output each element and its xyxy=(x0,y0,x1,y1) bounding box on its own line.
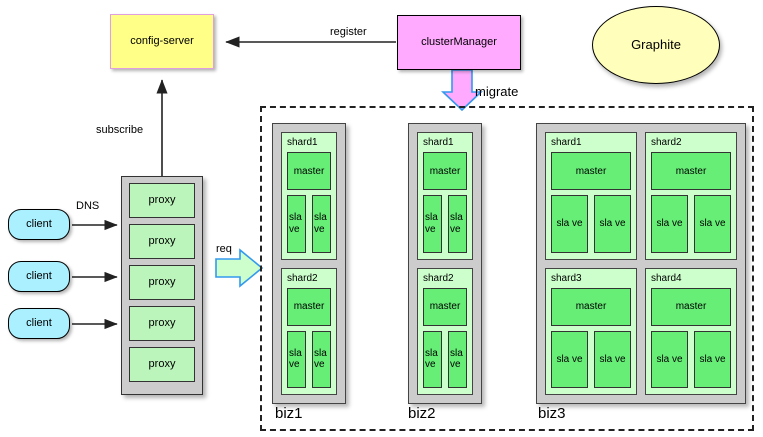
shard-biz1-shard2[interactable]: shard2 master sla ve sla ve xyxy=(281,267,337,395)
edge-label-dns: DNS xyxy=(76,200,100,212)
shard-biz2-shard1[interactable]: shard1 master sla ve sla ve xyxy=(417,132,473,260)
node-proxy-1[interactable]: proxy xyxy=(129,183,195,218)
node-slave[interactable]: sla ve xyxy=(694,330,731,388)
node-slave[interactable]: sla ve xyxy=(651,195,688,253)
node-slave[interactable]: sla ve xyxy=(312,195,331,253)
biz-label-biz2: biz2 xyxy=(408,405,436,422)
shard-biz3-shard2[interactable]: shard2 master sla ve sla ve xyxy=(645,132,737,260)
edge-label-subscribe: subscribe xyxy=(96,124,144,136)
node-client-2[interactable]: client xyxy=(8,261,70,292)
shard-label: shard2 xyxy=(423,272,454,284)
node-slave[interactable]: sla ve xyxy=(448,330,467,388)
node-config-server[interactable]: config-server xyxy=(110,14,214,69)
node-graphite[interactable]: Graphite xyxy=(592,6,720,84)
node-slave[interactable]: sla ve xyxy=(551,330,588,388)
node-slave[interactable]: sla ve xyxy=(551,195,588,253)
biz-label-biz3: biz3 xyxy=(538,405,566,422)
node-slave[interactable]: sla ve xyxy=(287,330,306,388)
node-slave[interactable]: sla ve xyxy=(594,195,631,253)
node-master[interactable]: master xyxy=(423,287,467,326)
shard-label: shard2 xyxy=(651,137,682,148)
node-proxy-3[interactable]: proxy xyxy=(129,265,195,300)
shard-biz3-shard1[interactable]: shard1 master sla ve sla ve xyxy=(545,132,637,260)
node-master[interactable]: master xyxy=(651,152,731,190)
node-slave[interactable]: sla ve xyxy=(594,330,631,388)
node-slave[interactable]: sla ve xyxy=(448,195,467,253)
node-master[interactable]: master xyxy=(423,152,467,190)
node-slave[interactable]: sla ve xyxy=(651,330,688,388)
node-proxy-5[interactable]: proxy xyxy=(129,347,195,382)
edge-label-register: register xyxy=(330,26,367,38)
node-master[interactable]: master xyxy=(551,287,631,326)
biz-region-boundary xyxy=(260,106,754,431)
node-slave[interactable]: sla ve xyxy=(423,330,442,388)
edge-req-block-arrow xyxy=(215,248,264,288)
node-master[interactable]: master xyxy=(287,152,331,190)
proxy-group: proxy proxy proxy proxy proxy xyxy=(121,176,203,395)
shard-biz3-shard3[interactable]: shard3 master sla ve sla ve xyxy=(545,267,637,395)
shard-label: shard1 xyxy=(551,137,582,148)
shard-biz3-shard4[interactable]: shard4 master sla ve sla ve xyxy=(645,267,737,395)
biz-group-biz1: shard1 master sla ve sla ve shard2 maste… xyxy=(272,123,346,404)
node-master[interactable]: master xyxy=(651,287,731,326)
node-slave[interactable]: sla ve xyxy=(312,330,331,388)
node-slave[interactable]: sla ve xyxy=(694,195,731,253)
node-client-3[interactable]: client xyxy=(8,308,70,339)
node-master[interactable]: master xyxy=(287,287,331,326)
node-cluster-manager[interactable]: clusterManager xyxy=(397,15,521,70)
node-slave[interactable]: sla ve xyxy=(423,195,442,253)
biz-label-biz1: biz1 xyxy=(275,405,303,422)
node-client-1[interactable]: client xyxy=(8,209,70,240)
biz-group-biz2: shard1 master sla ve sla ve shard2 maste… xyxy=(408,123,482,404)
shard-label: shard1 xyxy=(287,137,318,148)
node-master[interactable]: master xyxy=(551,152,631,190)
shard-biz1-shard1[interactable]: shard1 master sla ve sla ve xyxy=(281,132,337,260)
shard-label: shard2 xyxy=(287,272,318,284)
node-proxy-4[interactable]: proxy xyxy=(129,306,195,341)
shard-label: shard1 xyxy=(423,137,454,148)
edge-label-req: req xyxy=(216,243,232,255)
node-proxy-2[interactable]: proxy xyxy=(129,224,195,259)
biz-group-biz3: shard1 master sla ve sla ve shard2 maste… xyxy=(536,123,746,404)
shard-biz2-shard2[interactable]: shard2 master sla ve sla ve xyxy=(417,267,473,395)
shard-label: shard3 xyxy=(551,272,582,284)
edge-label-migrate: migrate xyxy=(475,84,519,99)
shard-label: shard4 xyxy=(651,272,682,284)
node-slave[interactable]: sla ve xyxy=(287,195,306,253)
